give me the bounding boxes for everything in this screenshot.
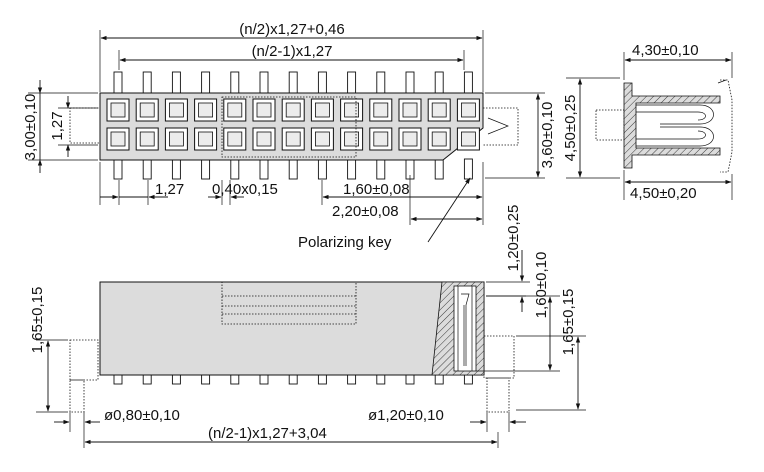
bottom-pin — [317, 158, 327, 180]
front-contact — [457, 286, 473, 371]
contact-cell-inner — [402, 131, 418, 147]
side-dotted-outline — [720, 79, 733, 173]
contact-cell-inner — [460, 102, 476, 118]
front-highlight-region — [221, 281, 357, 325]
contact-cell-inner — [139, 102, 155, 118]
left-guide-peg — [69, 107, 101, 144]
height-right-label: 3,60±0,10 — [539, 102, 556, 169]
contact-cell-inner — [285, 131, 301, 147]
top-view — [69, 71, 519, 180]
contact-cell-inner — [431, 131, 447, 147]
right-height-label: 1,65±0,15 — [560, 289, 577, 356]
contact-cell-inner — [227, 102, 243, 118]
pitch-vertical-label: 1,27 — [49, 111, 66, 140]
top-pin — [317, 71, 327, 95]
top-pin — [376, 71, 386, 95]
bottom-pin — [142, 158, 152, 180]
top-pin — [347, 71, 357, 95]
contact-cell-inner — [198, 131, 214, 147]
bottom-pin — [347, 158, 357, 180]
top-pin — [142, 71, 152, 95]
polarizing-key-label: Polarizing key — [298, 234, 392, 251]
top-pin — [230, 71, 240, 95]
left-peg-stem — [69, 379, 85, 413]
contact-cell-inner — [402, 102, 418, 118]
side-housing — [623, 82, 721, 169]
bottom-pin — [113, 158, 123, 180]
contact-cell-inner — [314, 102, 330, 118]
peg-small-label: ø0,80±0,10 — [104, 407, 180, 424]
front-view — [69, 281, 515, 413]
contact-cell-inner — [431, 102, 447, 118]
contact-cell-inner — [344, 131, 360, 147]
bottom-length-label: (n/2-1)x1,27+3,04 — [208, 425, 327, 442]
top-pin — [288, 71, 298, 95]
side-contact-upper — [636, 104, 714, 125]
contact-cell-inner — [110, 102, 126, 118]
side-contact-lower — [636, 126, 714, 147]
top-pin — [259, 71, 269, 95]
peg-large-label: ø1,20±0,10 — [368, 407, 444, 424]
width-top-label: 4,30±0,10 — [632, 42, 699, 59]
side-dimensions: 4,30±0,10 4,50±0,25 4,50±0,20 — [562, 42, 733, 202]
contact-cell-inner — [285, 102, 301, 118]
side-height-label: 4,50±0,25 — [562, 95, 579, 162]
contact-cell-inner — [256, 131, 272, 147]
bottom-pin — [201, 158, 211, 180]
top-pin — [171, 71, 181, 95]
top-dimensions: (n/2)x1,27+0,46 (n/2-1)x1,27 3,00±0,10 1… — [22, 21, 556, 251]
side-width-label: 4,50±0,20 — [630, 185, 697, 202]
key-offset-1-label: 1,60±0,08 — [343, 181, 410, 198]
contact-cell-inner — [373, 102, 389, 118]
side-view — [595, 79, 733, 173]
key-offset-2-label: 2,20±0,08 — [332, 203, 399, 220]
contact-cell-inner — [373, 131, 389, 147]
bottom-pin — [288, 158, 298, 180]
top-pin — [113, 71, 123, 95]
bottom-pin — [230, 158, 240, 180]
contact-cell-inner — [168, 131, 184, 147]
contact-cell-inner — [344, 102, 360, 118]
overall-length-label: (n/2)x1,27+0,46 — [239, 21, 345, 38]
highlight-region — [221, 96, 357, 158]
top-pins — [113, 71, 473, 95]
right-peg — [483, 335, 515, 379]
front-dimensions: 1,20±0,25 1,60±0,10 1,65±0,15 1,65±0,15 … — [29, 205, 586, 448]
pin-section-label: 0,40x0,15 — [212, 181, 278, 198]
bottom-pin — [259, 158, 269, 180]
bottom-pins — [113, 158, 473, 180]
contact-cell-inner — [227, 131, 243, 147]
bottom-pin — [171, 158, 181, 180]
pitch-horizontal-label: 1,27 — [155, 181, 184, 198]
contact-cell-inner — [314, 131, 330, 147]
bottom-pin — [434, 158, 444, 180]
key-height-label: 1,20±0,25 — [505, 205, 522, 272]
contact-cell-inner — [198, 102, 214, 118]
top-pin — [434, 71, 444, 95]
side-peg — [595, 109, 625, 141]
front-contact-slot — [453, 285, 477, 372]
pin-span-label: (n/2-1)x1,27 — [252, 43, 333, 60]
contact-cell-inner — [168, 102, 184, 118]
bottom-pin — [463, 158, 473, 180]
top-pin — [201, 71, 211, 95]
right-peg-stem — [486, 377, 510, 413]
contact-grid — [106, 98, 480, 151]
inner-height-label: 1,60±0,10 — [533, 252, 550, 319]
contact-cell-inner — [110, 131, 126, 147]
contact-cell-inner — [139, 131, 155, 147]
bottom-pin — [376, 158, 386, 180]
height-left-label: 3,00±0,10 — [22, 94, 39, 161]
left-height-label: 1,65±0,15 — [29, 287, 46, 354]
polarizing-key-outline — [483, 107, 519, 146]
key-arrow-icon — [487, 117, 509, 135]
left-peg — [69, 339, 99, 381]
top-pin — [463, 71, 473, 95]
contact-cell-inner — [256, 102, 272, 118]
top-pin — [405, 71, 415, 95]
contact-cell-inner — [460, 131, 476, 147]
